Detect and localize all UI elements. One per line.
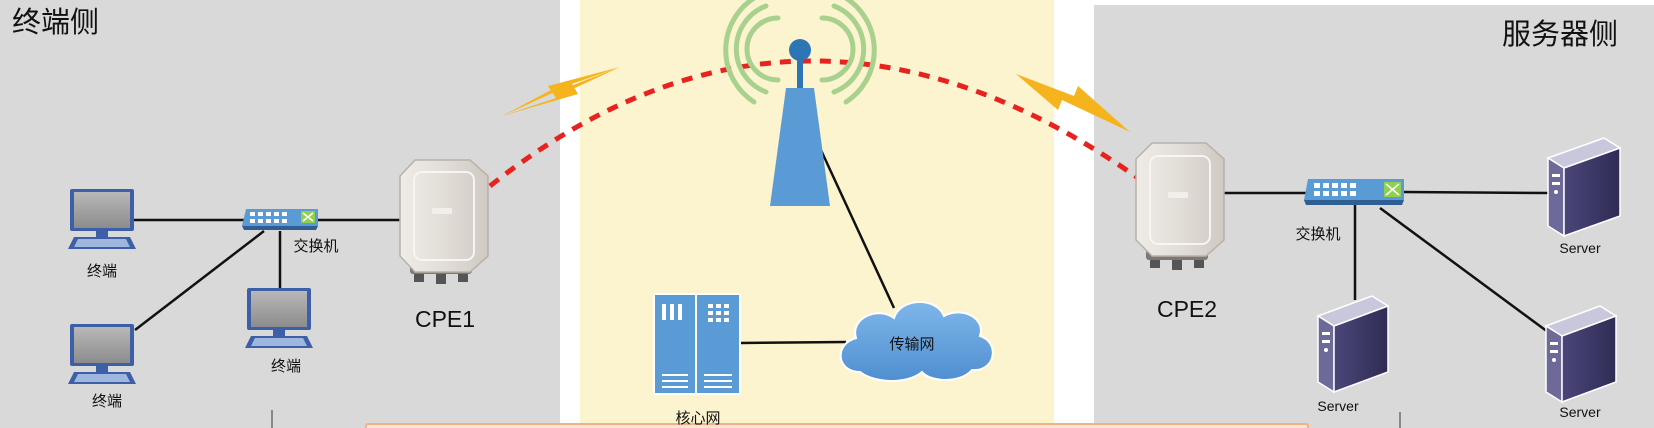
terminal-3-icon (245, 288, 313, 348)
server-3-icon (1544, 305, 1618, 404)
wireless-link-arc (488, 58, 1140, 188)
server-side-title: 服务器侧 (1502, 17, 1618, 51)
transport-network-label: 传输网 (889, 335, 934, 353)
server-1-icon (1546, 137, 1622, 238)
terminal-2-label: 终端 (92, 392, 122, 410)
terminal-side-title: 终端侧 (12, 5, 99, 39)
server-2-icon (1316, 295, 1390, 394)
server-2-label: Server (1317, 398, 1359, 414)
transport-network-cloud-icon (839, 301, 994, 382)
switch-right-icon (1304, 179, 1404, 205)
cell-tower-icon (723, 0, 877, 206)
terminal-1-label: 终端 (87, 262, 117, 280)
cpe2-icon (1135, 142, 1225, 270)
right-wired-links (1222, 190, 1551, 334)
cpe1-icon (399, 159, 489, 284)
lightning-left-icon (502, 67, 620, 116)
switch-right-label: 交换机 (1295, 225, 1340, 243)
lightning-right-icon-body (1016, 74, 1130, 132)
bottom-bar (365, 423, 1309, 428)
terminal-3-label: 终端 (271, 357, 301, 375)
server-3-label: Server (1559, 404, 1601, 420)
switch-left-label: 交换机 (293, 237, 338, 255)
center-wired-links (739, 147, 896, 345)
cpe2-label: CPE2 (1157, 296, 1217, 322)
server-1-label: Server (1559, 240, 1601, 256)
core-network-label: 核心网 (675, 409, 720, 427)
switch-left-icon (242, 209, 318, 230)
terminal-2-icon (68, 324, 136, 384)
terminal-1-icon (68, 189, 136, 249)
cpe1-label: CPE1 (415, 306, 475, 332)
lightning-left-icon-body (502, 67, 620, 116)
core-network-icon (653, 293, 741, 395)
